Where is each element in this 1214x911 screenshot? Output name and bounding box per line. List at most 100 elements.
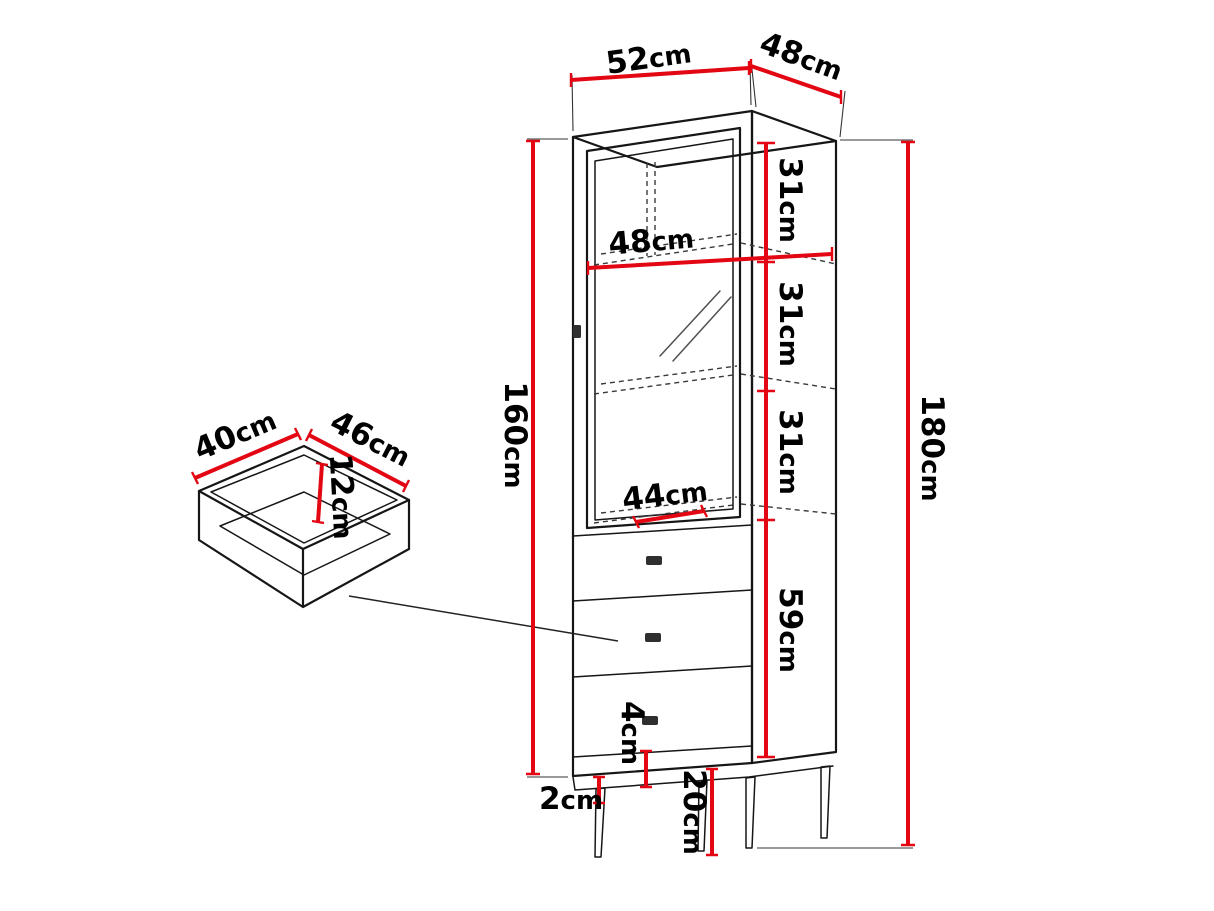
dim-drawer-depth-line [194,432,299,480]
dim-value: 2 [539,781,561,817]
dim-body-height: 160cm [497,138,568,778]
dim-value: 180 [914,394,950,459]
dim-bottom-rail: 4cm [614,701,652,789]
dim-unit: cm [677,812,707,855]
dim-interior-width-top-label: 48cm [607,219,695,262]
dim-top-depth-caps [749,59,843,104]
dim-value: 160 [497,381,533,446]
dim-body-height-extensions [527,138,568,778]
dim-interior-width-bottom-label: 44cm [620,472,709,518]
dim-section-1-label: 31cm [772,157,808,243]
dim-top-width-label: 52cm [604,34,694,82]
dim-unit: cm [615,723,645,766]
dim-unit: cm [647,39,693,75]
dim-drawer-depth-label: 40cm [189,401,282,468]
dim-leg-inset-caps [593,775,605,805]
dim-unit: cm [498,446,528,489]
open-drawer-detail [197,444,411,609]
interior-shelves-hidden-lines [593,162,837,524]
dim-unit: cm [773,324,803,367]
dim-top-depth-line [750,64,842,99]
dim-unit: cm [915,459,945,502]
dim-drawer-height-line [316,463,324,523]
dim-top-width: 52cm [569,34,752,132]
dim-unit: cm [664,477,710,512]
dim-section-3-label: 31cm [772,409,808,495]
dim-value: 59 [772,587,808,630]
shelf-3-lines [593,496,837,524]
dim-unit: cm [325,496,357,540]
dim-leg-inset: 2cm [539,775,605,817]
dim-drawer-width-line [308,433,407,488]
dim-side-sections: 31cm 31cm 31cm 59cm [757,141,808,759]
leg-front-right [745,776,756,849]
dim-leg-height-caps [706,767,718,857]
drawer-interior-bottom [219,491,391,576]
drawer-handle-top [646,556,662,565]
dim-unit: cm [650,224,695,258]
dim-section-2-label: 31cm [772,281,808,367]
dim-total-height-extensions [757,139,913,849]
drawer-fronts [572,524,753,758]
dim-unit: cm [773,452,803,495]
dim-top-width-line [570,66,750,82]
dim-value: 31 [772,281,808,324]
drawer-handle-bottom [642,716,658,725]
dim-unit: cm [773,630,803,673]
dim-unit: cm [796,44,846,87]
dim-value: 31 [772,157,808,200]
dim-drawer-height-label: 12cm [322,453,362,540]
legs [594,765,831,858]
dim-top-depth: 48cm [749,25,848,138]
drawer-handle-middle [645,633,661,642]
dim-value: 48 [607,223,653,263]
dim-drawer-height-caps [311,461,329,525]
interior-back-corner-line [646,162,656,256]
dim-value: 4 [614,701,650,723]
glass-shine-lines [659,290,732,362]
dim-leg-height-label: 20cm [676,769,712,855]
shelf-1-lines [593,233,837,266]
cabinet-body [571,109,838,791]
dim-top-width-caps [569,61,751,87]
dim-value: 20 [676,769,712,812]
door-handle [573,325,581,338]
dim-value: 31 [772,409,808,452]
drawer-rim-inner [210,454,398,544]
drawer-outer-edges [197,489,411,609]
dim-interior-width-top-line [587,252,833,270]
cabinet-underside [572,765,834,791]
dim-value: 12 [322,453,360,498]
dim-value: 44 [620,477,667,518]
dim-unit: cm [561,786,604,816]
cabinet-side-face [750,109,838,765]
dim-leg-inset-label: 2cm [539,781,603,817]
dim-side-sections-ticks [757,141,775,759]
dim-total-height-label: 180cm [914,394,950,501]
dim-value: 52 [604,40,652,82]
dim-leg-height: 20cm [676,767,718,857]
dim-total-height-caps [901,140,915,847]
dim-drawer-height: 12cm [311,453,362,540]
drawer-division-lines [572,524,753,758]
dim-interior-width-bottom: 44cm [620,472,709,529]
cabinet-top-face [571,135,838,169]
dim-bottom-rail-label: 4cm [614,701,650,765]
leg-back-right [820,765,831,839]
dim-unit: cm [773,200,803,243]
shelf-2-lines [593,365,837,395]
dim-top-depth-label: 48cm [755,25,848,88]
dim-drawer-width-caps [304,428,411,493]
dim-body-height-label: 160cm [497,381,533,488]
drawer-callout-line [348,595,619,642]
glass-door [573,126,742,530]
leg-back-left [697,779,708,852]
door-frame-inner [594,138,734,521]
leg-front-left [594,787,606,858]
dim-drawer-depth: 40cm [189,401,303,485]
door-frame-outer [585,126,742,530]
dim-interior-width-bottom-caps [631,504,709,529]
dim-interior-width-top-caps [586,247,834,275]
